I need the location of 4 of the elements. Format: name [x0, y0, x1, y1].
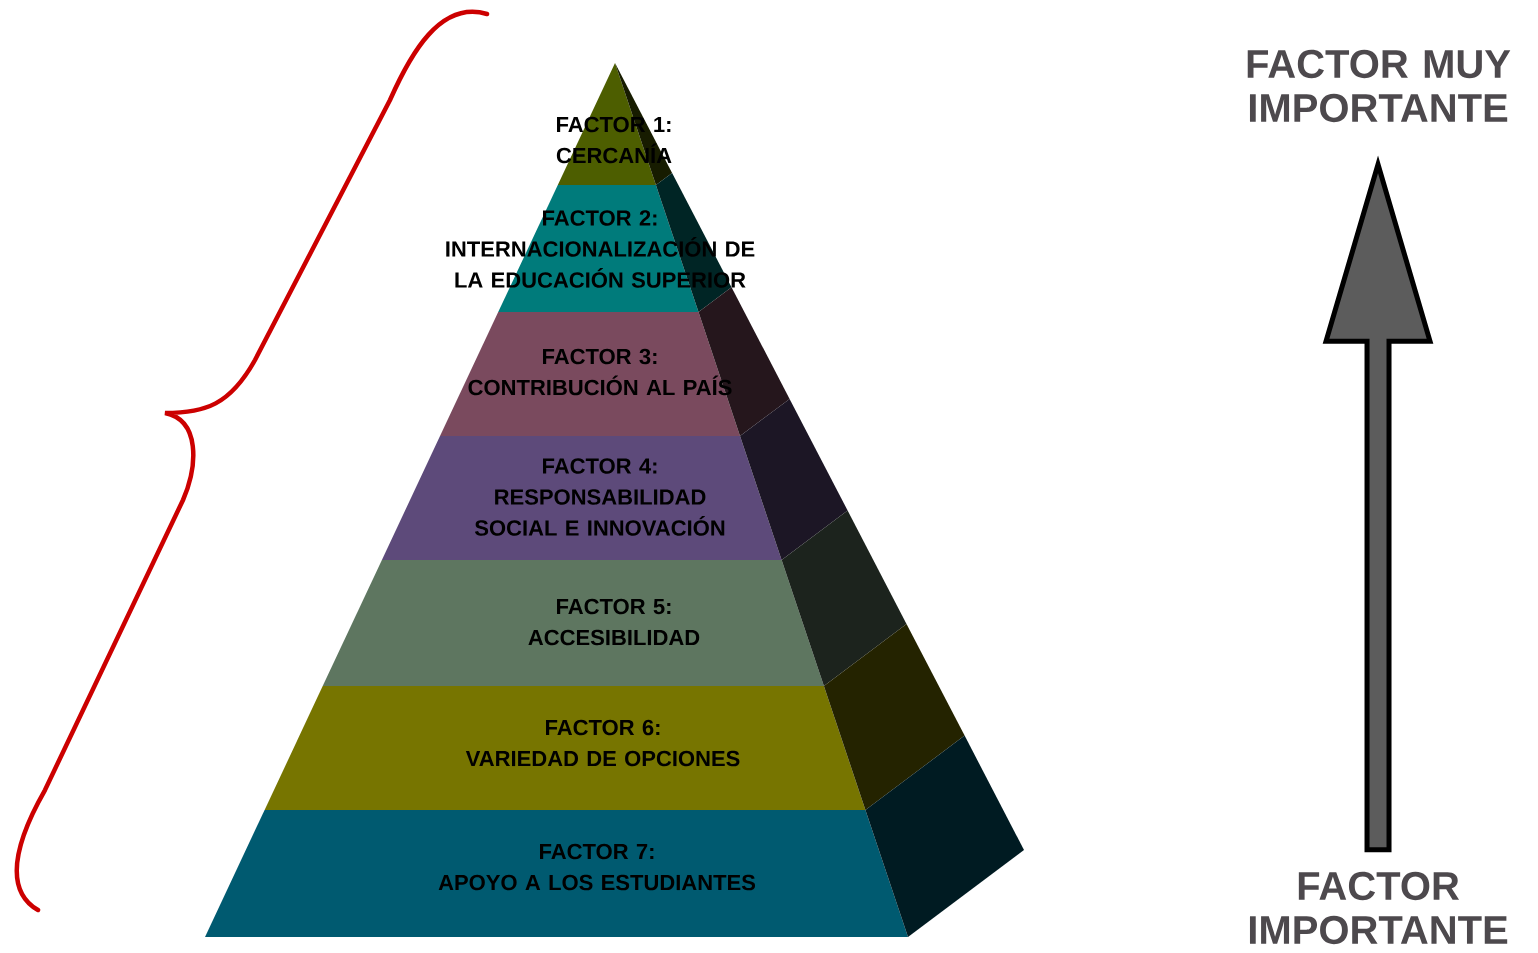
pyramid-band: FACTOR 4: RESPONSABILIDAD SOCIAL E INNOVACIÓN [381, 398, 848, 560]
level-label: FACTOR MUY IMPORTANTE [1247, 49, 1511, 123]
block-arrow [1322, 155, 1434, 853]
level-label: FACTOR IMPORTANTE [1249, 871, 1508, 945]
